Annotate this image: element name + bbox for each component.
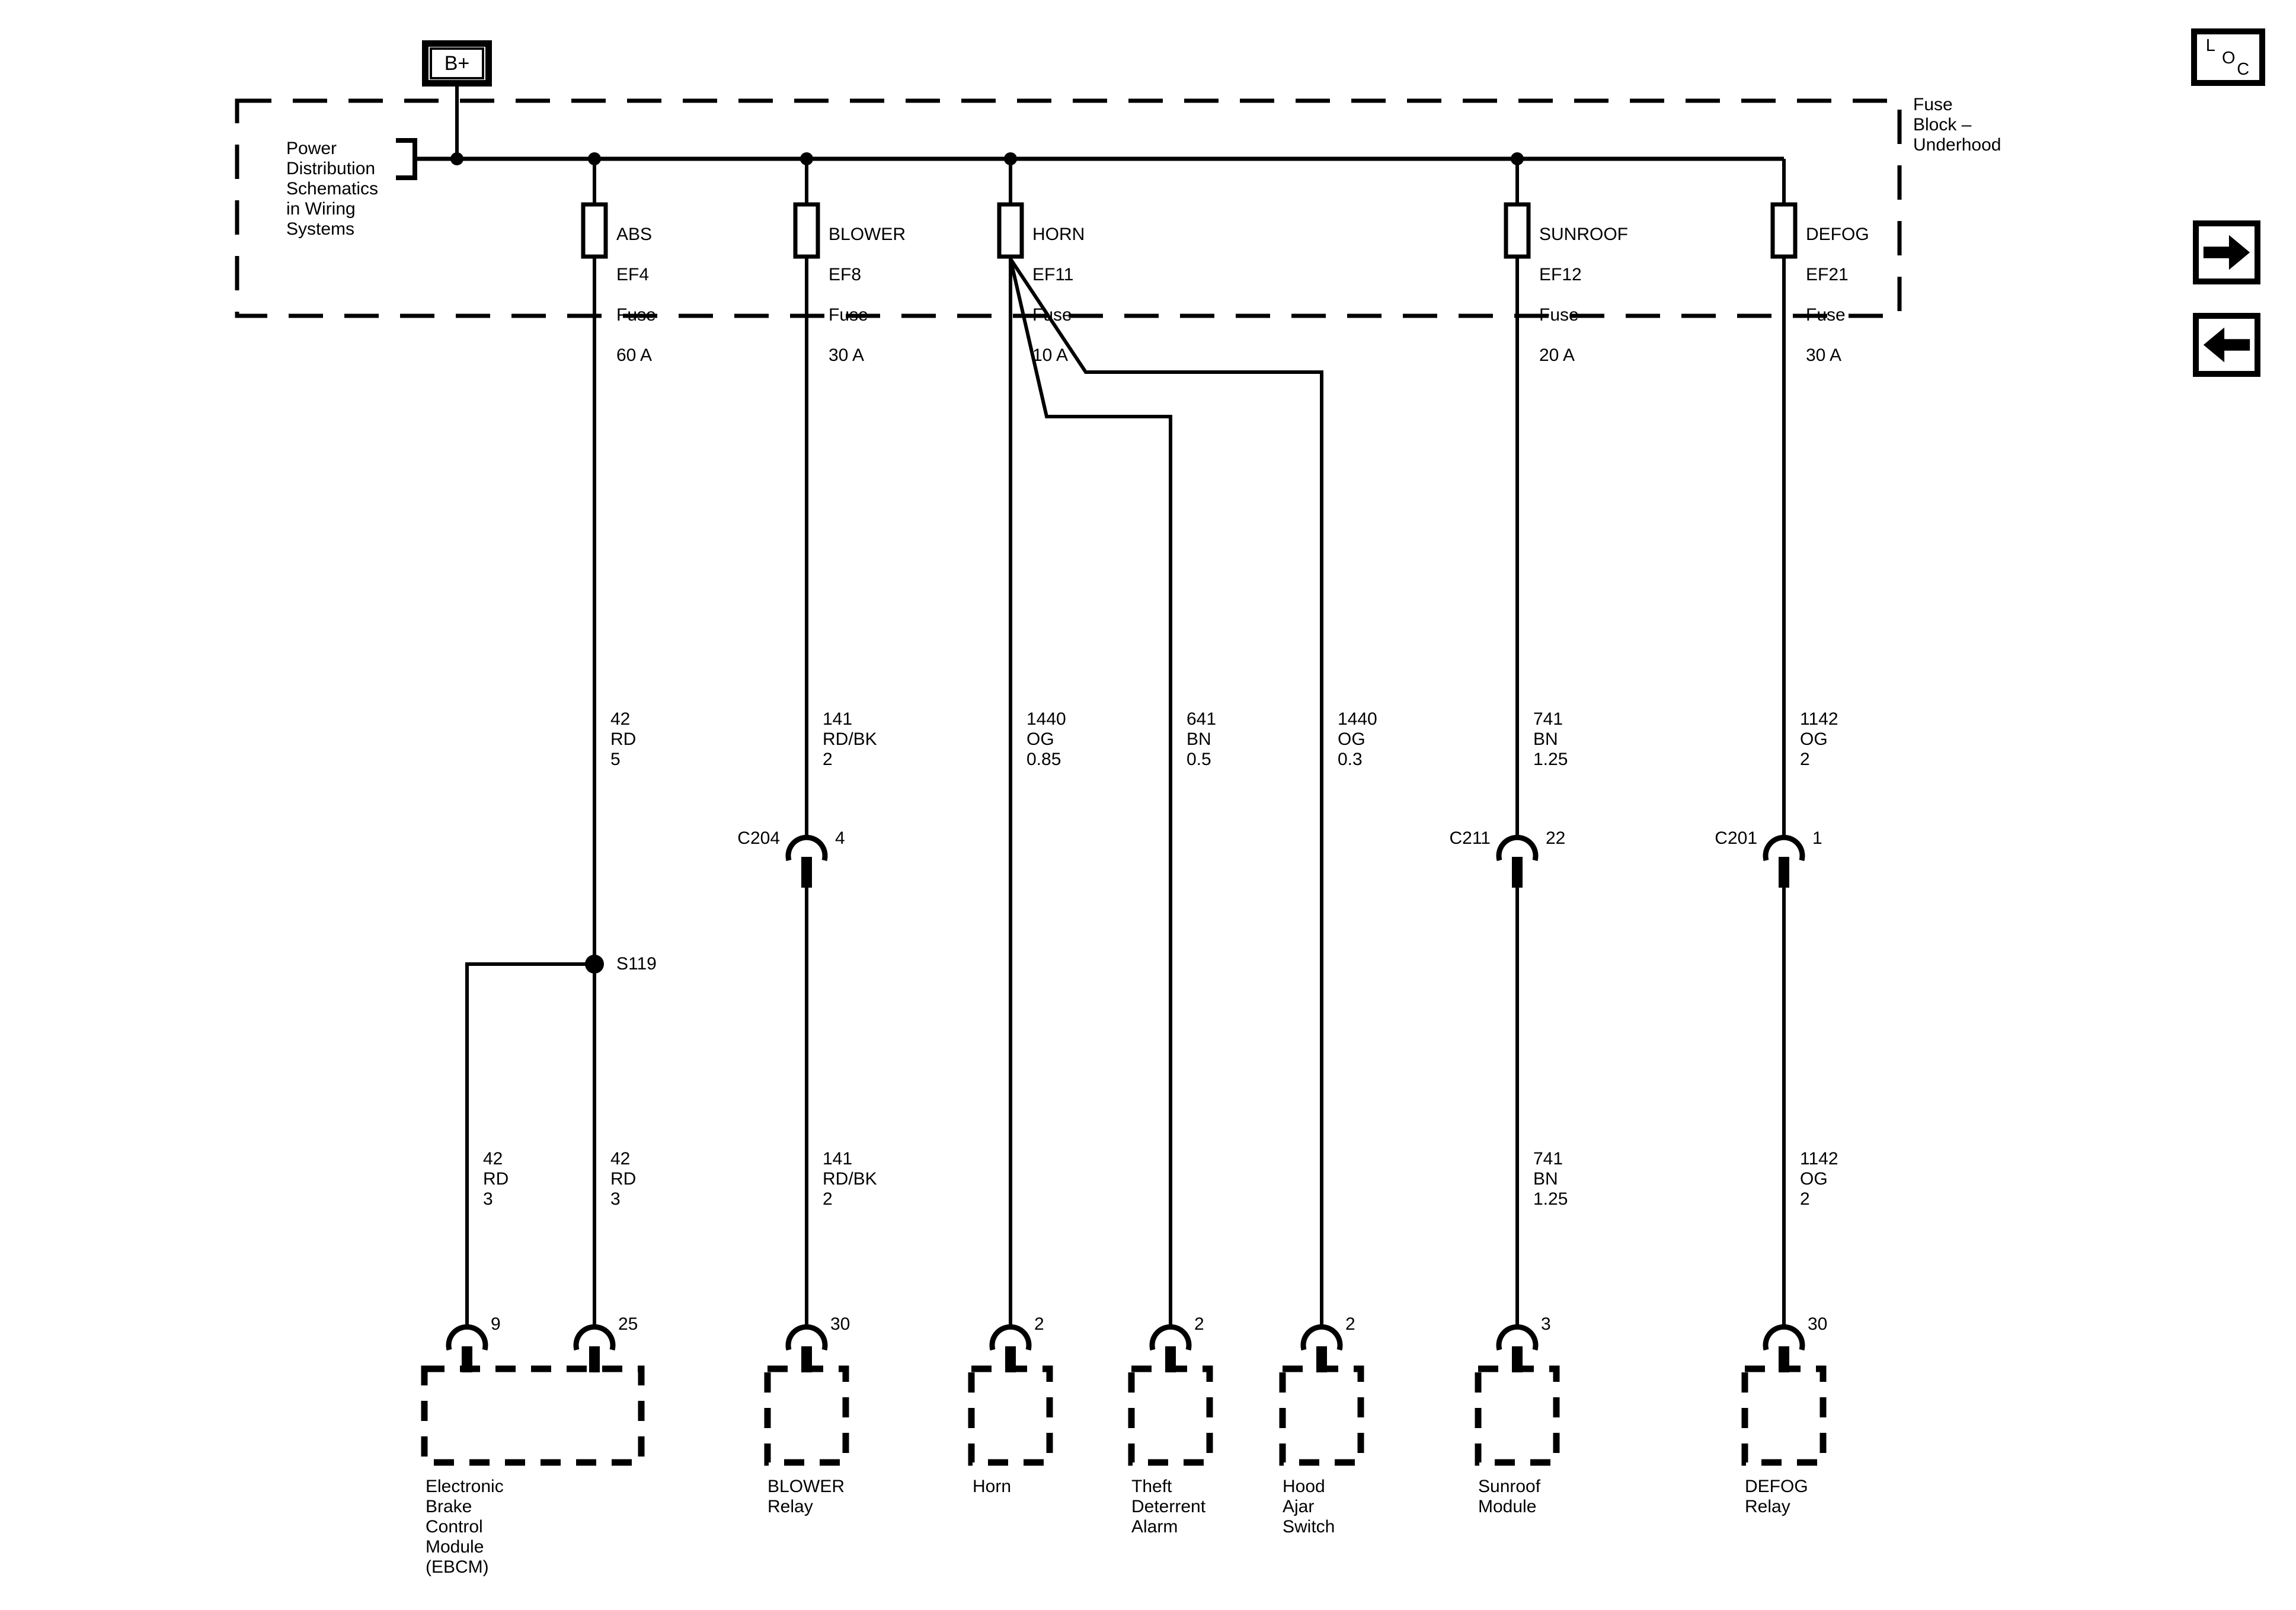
connector-label-c201: C201 (1715, 828, 1757, 848)
box-hood-ajar-switch (1279, 1365, 1364, 1466)
junction-dots (450, 152, 1524, 974)
terminal-symbols (446, 1324, 1805, 1372)
loc-letter-l: L (2205, 36, 2215, 55)
pin-ebcm-9: 9 (491, 1314, 501, 1334)
component-label-theft-alarm: Theft Deterrent Alarm (1131, 1477, 1206, 1537)
connector-pin-c211: 22 (1546, 828, 1566, 848)
connector-label-c204: C204 (737, 828, 780, 848)
splice-label-s119: S119 (616, 954, 657, 974)
fuse-label-abs: ABS EF4 Fuse 60 A (616, 225, 656, 365)
arrow-left-icon (2203, 327, 2250, 363)
box-sunroof-module (1475, 1365, 1560, 1466)
component-label-defog-relay: DEFOG Relay (1745, 1477, 1808, 1516)
loc-letter-c: C (2237, 59, 2250, 79)
box-ebcm (421, 1365, 645, 1466)
pin-sunroof-3: 3 (1541, 1314, 1551, 1334)
pin-defog-30: 30 (1808, 1314, 1828, 1334)
wire-abs-branch (465, 962, 594, 1325)
box-blower-relay (764, 1365, 849, 1466)
fuse-sunroof-body (1504, 202, 1531, 259)
next-page-button[interactable] (2193, 220, 2260, 284)
b-plus-label: B+ (430, 47, 484, 79)
fuse-defog-body (1770, 202, 1798, 259)
component-label-hood-ajar: Hood Ajar Switch (1283, 1477, 1335, 1537)
box-defog-relay (1741, 1365, 1827, 1466)
pin-ebcm-25: 25 (618, 1314, 638, 1334)
fuse-label-defog: DEFOG EF21 Fuse 30 A (1806, 225, 1869, 365)
wire-hood-branch (1009, 258, 1323, 1325)
previous-page-button[interactable] (2193, 313, 2260, 377)
fuse-block-underhood-label: Fuse Block – Underhood (1913, 95, 2001, 155)
pin-hood-2: 2 (1345, 1314, 1355, 1334)
power-note-bracket (396, 138, 417, 180)
fuse-abs-body (581, 202, 608, 259)
loc-button[interactable]: L O C (2191, 28, 2265, 86)
b-plus-terminal: B+ (422, 40, 492, 87)
connector-pin-c204: 4 (835, 828, 845, 848)
splice-dot-s119 (585, 955, 604, 974)
fuse-label-horn: HORN EF11 Fuse 10 A (1032, 225, 1085, 365)
component-label-horn: Horn (973, 1477, 1012, 1496)
fuse-block-border (235, 98, 1902, 318)
arrow-right-icon (2203, 235, 2250, 270)
box-theft-deterrent-alarm (1128, 1365, 1213, 1466)
component-label-sunroof: Sunroof Module (1478, 1477, 1541, 1516)
fuse-horn-body (997, 202, 1024, 259)
pin-theft-2: 2 (1194, 1314, 1204, 1334)
box-horn (968, 1365, 1053, 1466)
pin-blower-30: 30 (830, 1314, 850, 1334)
component-label-ebcm: Electronic Brake Control Module (EBCM) (426, 1477, 504, 1577)
wire-theft-branch (1009, 258, 1172, 1325)
connector-symbol-c211 (1496, 834, 1539, 888)
connector-symbol-c201 (1763, 834, 1805, 888)
fuse-label-blower: BLOWER EF8 Fuse 30 A (829, 225, 906, 365)
connector-pin-c201: 1 (1812, 828, 1822, 848)
component-label-blower-relay: BLOWER Relay (768, 1477, 845, 1516)
fuse-label-sunroof: SUNROOF EF12 Fuse 20 A (1539, 225, 1628, 365)
connector-symbol-c204 (785, 834, 828, 888)
fuse-blower-body (793, 202, 820, 259)
pin-horn-2: 2 (1034, 1314, 1044, 1334)
power-distribution-note: Power Distribution Schematics in Wiring … (286, 139, 379, 239)
connector-label-c211: C211 (1449, 828, 1491, 848)
loc-letter-o: O (2222, 49, 2236, 68)
